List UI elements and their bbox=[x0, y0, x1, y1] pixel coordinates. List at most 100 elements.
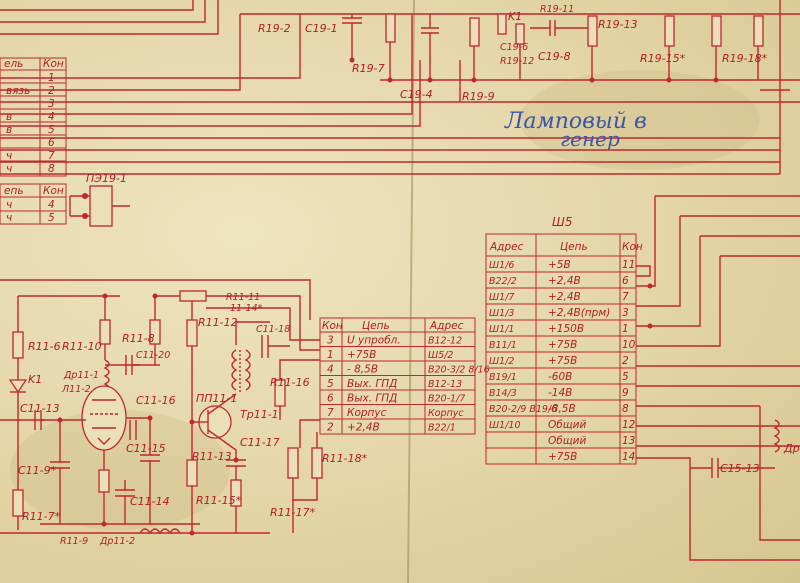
sh5-pin: 11 bbox=[622, 259, 635, 271]
handwritten-note-line1: Ламповый в bbox=[504, 109, 647, 134]
sh5-signal: +5В bbox=[548, 259, 571, 271]
label-pp11-1: ПП11-1 bbox=[196, 392, 238, 405]
label-c19-4: C19-4 bbox=[400, 88, 433, 101]
left-table2-header-pin: Кон bbox=[43, 185, 64, 197]
left-table-pin: 5 bbox=[48, 124, 55, 136]
left-table-pin: 6 bbox=[48, 137, 55, 149]
sh5-address: B20-2/9 B19/6 bbox=[489, 404, 557, 415]
label-r19-11: R19-11 bbox=[540, 4, 574, 15]
sh5-pin: 2 bbox=[622, 355, 629, 367]
mid-table-signal: +2,4В bbox=[347, 422, 380, 434]
sh5-pin: 3 bbox=[622, 307, 629, 319]
label-r11-12: R11-12 bbox=[198, 316, 238, 329]
left-table2-pin: 5 bbox=[48, 212, 55, 224]
label-k1-top: K1 bbox=[508, 10, 522, 23]
sh5-pin: 12 bbox=[622, 419, 636, 431]
label-r11-16: R11-16 bbox=[270, 376, 310, 389]
sh5-signal: -14В bbox=[548, 387, 572, 399]
sh5-pin: 8 bbox=[622, 403, 629, 415]
left-table-signal: ч bbox=[6, 150, 12, 162]
left-table2-signal: ч bbox=[6, 199, 12, 211]
sh5-pin: 7 bbox=[622, 291, 629, 303]
sh5-pin: 5 bbox=[622, 371, 629, 383]
label-c11-14: C11-14 bbox=[130, 495, 170, 508]
label-r11-7: R11-7* bbox=[22, 510, 61, 523]
label-r19-9: R19-9 bbox=[462, 90, 495, 103]
label-r19-15: R19-15* bbox=[640, 52, 686, 65]
sh5-address: B22/2 bbox=[489, 276, 517, 287]
sh5-address: Ш1/2 bbox=[489, 356, 514, 367]
sh5-pin: 13 bbox=[622, 435, 635, 447]
sh5-signal: -60В bbox=[548, 371, 572, 383]
label-pe19-1: ПЭ19-1 bbox=[86, 172, 127, 185]
left-table2-pin: 4 bbox=[48, 199, 55, 211]
sh5-signal: +2,4В bbox=[548, 275, 581, 287]
left-table-pin: 3 bbox=[48, 98, 55, 110]
label-c11-20: C11-20 bbox=[136, 350, 170, 361]
sh5-signal: Общий bbox=[548, 435, 586, 447]
sh5-signal: +75В bbox=[548, 355, 577, 367]
label-dr11-2: Др11-2 bbox=[99, 536, 135, 547]
label-dr-right: Др bbox=[783, 442, 800, 455]
label-k1-left: K1 bbox=[28, 373, 42, 386]
mid-table-address: B20-3/2 8/16 bbox=[428, 365, 490, 376]
sh5-pin: 9 bbox=[622, 387, 629, 399]
mid-table-header-address: Адрес bbox=[429, 320, 464, 332]
left-table-header-signal: ель bbox=[4, 58, 23, 70]
sh5-pin: 10 bbox=[622, 339, 636, 351]
right-wiring: C15-13 Др bbox=[636, 195, 800, 561]
label-r11-15: R11-15* bbox=[196, 494, 242, 507]
label-c11-18: C11-18 bbox=[256, 324, 290, 335]
label-r19-18: R19-18* bbox=[722, 52, 768, 65]
paper-fold bbox=[407, 0, 415, 583]
sh5-signal: +2,4В(прм) bbox=[548, 307, 610, 319]
label-r11-13: R11-13 bbox=[192, 450, 232, 463]
sh5-header-signal: Цепь bbox=[560, 241, 588, 253]
mid-table-signal: Вых. ГПД bbox=[347, 378, 397, 390]
label-c11-16: C11-16 bbox=[136, 394, 176, 407]
label-r19-13: R19-13 bbox=[598, 18, 638, 31]
label-c15-13: C15-13 bbox=[720, 462, 760, 475]
oscillator-circuit: R11-6 K1 R11-10 Др11-1 Л11-2 C11-13 C11-… bbox=[0, 279, 368, 547]
label-r11-8: R11-8 bbox=[122, 332, 155, 345]
sh5-signal: +75В bbox=[548, 339, 577, 351]
sh5-pin: 14 bbox=[622, 451, 635, 463]
sh5-pin: 1 bbox=[622, 323, 629, 335]
left-table-pin: 7 bbox=[48, 150, 55, 162]
label-r19-2: R19-2 bbox=[258, 22, 291, 35]
sh5-header-pin: Кон bbox=[622, 241, 643, 253]
label-c19-8: C19-8 bbox=[538, 50, 571, 63]
label-r11-10: R11-10 bbox=[62, 340, 102, 353]
label-r11-17: R11-17* bbox=[270, 506, 316, 519]
left-table-signal: вязь bbox=[6, 85, 30, 97]
left-table-signal: в bbox=[6, 124, 12, 136]
sh5-address: Ш1/7 bbox=[489, 292, 514, 303]
mid-table-signal: U упробл. bbox=[347, 335, 401, 347]
mid-table-pin: 7 bbox=[327, 407, 334, 419]
label-r19-12: R19-12 bbox=[500, 56, 534, 67]
label-r11-11: R11-11 bbox=[226, 292, 260, 303]
mid-table-signal: Корпус bbox=[347, 407, 387, 419]
label-c11-17: C11-17 bbox=[240, 436, 280, 449]
left-table-signal: ч bbox=[6, 163, 12, 175]
sh5-title: Ш5 bbox=[552, 215, 572, 229]
sh5-address: Ш1/3 bbox=[489, 308, 514, 319]
sh5-signal: +2,4В bbox=[548, 291, 581, 303]
mid-table-pin: 3 bbox=[327, 335, 334, 347]
sh5-signal: -8,5В bbox=[548, 403, 576, 415]
mid-table-signal: - 8,5В bbox=[347, 364, 378, 376]
mid-table-address: Ш5/2 bbox=[428, 350, 453, 361]
label-r19-7: R19-7 bbox=[352, 62, 385, 75]
sh5-address: Ш1/10 bbox=[489, 420, 521, 431]
label-r11-18: R11-18* bbox=[322, 452, 368, 465]
sh5-address: Ш1/1 bbox=[489, 324, 514, 335]
mid-table-address: B22/1 bbox=[428, 423, 456, 434]
left-table-pin: 1 bbox=[48, 72, 55, 84]
left-connector-table-2: епь Кон ч 4 ч 5 bbox=[0, 183, 67, 225]
left-table-pin: 4 bbox=[48, 111, 55, 123]
sh5-address: B14/3 bbox=[489, 388, 517, 399]
label-l11-2: Л11-2 bbox=[61, 384, 91, 395]
label-c11-9: C11-9* bbox=[18, 464, 57, 477]
